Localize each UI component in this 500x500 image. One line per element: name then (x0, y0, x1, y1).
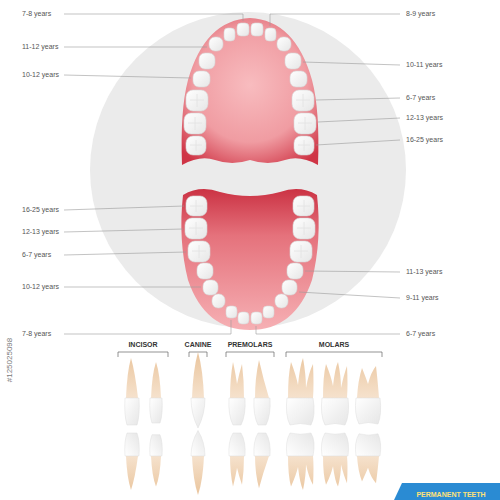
eruption-age-label: 9-11 years (406, 294, 439, 302)
leader-line (305, 271, 400, 272)
molar-grooves (188, 94, 312, 151)
leader-line (299, 292, 400, 298)
tooth (226, 306, 237, 318)
eruption-age-label: 12-13 years (22, 228, 59, 236)
tooth (212, 294, 225, 308)
leader-line (64, 320, 231, 334)
eruption-age-label: 8-9 years (406, 10, 435, 18)
tooth (287, 263, 303, 279)
tooth-type-label: INCISOR (128, 341, 157, 349)
eruption-age-label: 10-12 years (22, 283, 59, 291)
tooth (275, 294, 288, 308)
lower-teeth (185, 196, 315, 324)
upper-palate (182, 18, 319, 165)
leader-line (316, 140, 400, 145)
eruption-age-label: 6-7 years (406, 94, 435, 102)
leader-lines (64, 14, 400, 334)
eruption-age-label: 7-8 years (22, 10, 51, 18)
leader-line (316, 98, 400, 100)
leader-line (64, 229, 183, 232)
eruption-age-label: 16-25 years (22, 206, 59, 214)
tooth (285, 53, 301, 69)
tooth (265, 28, 276, 41)
category-brackets (118, 352, 382, 357)
tooth (224, 28, 235, 41)
eruption-age-label: 12-13 years (406, 114, 443, 122)
tooth (193, 71, 210, 87)
tooth (263, 306, 274, 318)
upper-teeth (184, 23, 316, 155)
groove (294, 200, 311, 258)
lower-teeth-row (125, 430, 381, 495)
leader-line (318, 118, 400, 122)
leader-line (256, 326, 400, 334)
eruption-age-label: 11-12 years (22, 43, 58, 51)
leader-line (64, 14, 243, 21)
leader-line (64, 75, 191, 78)
eruption-age-label: 6-7 years (22, 251, 51, 259)
tooth (238, 312, 249, 324)
groove (189, 200, 206, 258)
tooth (290, 71, 307, 87)
leader-line (270, 14, 400, 26)
tooth (209, 37, 223, 51)
eruption-age-label: 7-8 years (22, 330, 51, 338)
leader-line (64, 287, 201, 288)
leader-line (64, 206, 184, 210)
bracket (118, 352, 168, 357)
molar-grooves (189, 200, 311, 258)
title-banner: PERMANENT TEETH (394, 483, 500, 500)
banner-text: PERMANENT TEETH (416, 486, 485, 500)
tooth (251, 312, 262, 324)
tooth (199, 53, 215, 69)
eruption-age-label: 11-13 years (406, 268, 442, 276)
tooth (203, 280, 218, 295)
leader-line (64, 252, 186, 255)
bracket (286, 352, 382, 357)
upper-teeth-row (125, 352, 381, 428)
eruption-age-label: 10-12 years (22, 71, 59, 79)
tooth (251, 23, 263, 36)
tooth (197, 263, 213, 279)
groove (296, 94, 312, 151)
bracket (226, 352, 274, 357)
tooth-type-label: PREMOLARS (228, 341, 273, 349)
tooth (277, 37, 291, 51)
eruption-age-label: 10-11 years (406, 61, 442, 69)
image-id: #125025098 (6, 338, 15, 383)
lower-tongue (181, 189, 318, 330)
tooth (282, 280, 297, 295)
tooth (237, 23, 249, 36)
groove (188, 94, 204, 151)
leader-line (64, 47, 207, 48)
leader-line (303, 62, 400, 65)
tooth-type-label: CANINE (185, 341, 212, 349)
eruption-age-label: 6-7 years (406, 330, 435, 338)
tooth-type-label: MOLARS (319, 341, 349, 349)
eruption-age-label: 16-25 years (406, 136, 443, 144)
